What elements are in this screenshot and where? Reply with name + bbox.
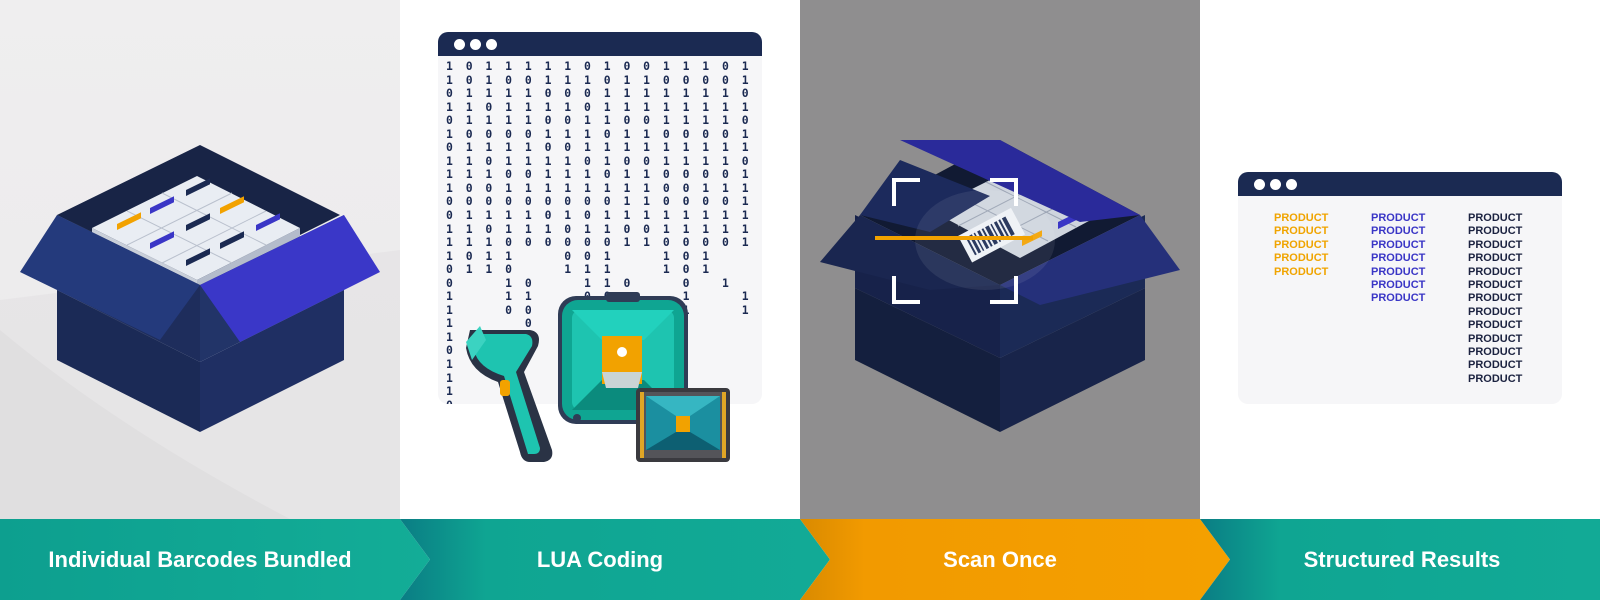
window-dot-icon	[1270, 178, 1281, 190]
window-dot-icon	[1286, 178, 1297, 190]
result-item: PRODUCT	[1468, 292, 1523, 305]
result-item: PRODUCT	[1468, 279, 1523, 292]
result-item: PRODUCT	[1468, 265, 1523, 278]
result-item: PRODUCT	[1468, 359, 1523, 372]
result-item: PRODUCT	[1468, 212, 1523, 224]
scan-box-illustration	[820, 140, 1180, 432]
panel-lua-coding: 1 0 1 1 1 1 1 0 1 0 0 1 1 1 0 1 0 1 1 0 …	[400, 0, 800, 519]
window-dot-icon	[470, 38, 481, 50]
result-item: PRODUCT	[1468, 252, 1523, 265]
step-banner	[0, 519, 1600, 600]
result-item: PRODUCT	[1371, 252, 1426, 265]
result-item: PRODUCT	[1371, 292, 1426, 305]
step-chevron-3	[800, 519, 1230, 600]
result-item: PRODUCT	[1371, 279, 1426, 292]
step-label-2: LUA Coding	[536, 546, 664, 572]
result-item: PRODUCT	[1468, 225, 1523, 238]
result-item: PRODUCT	[1468, 305, 1523, 318]
step-chevron-1	[0, 519, 430, 600]
code-window-titlebar	[438, 32, 762, 56]
result-item: PRODUCT	[1468, 332, 1523, 345]
scanner-devices-illustration	[466, 292, 730, 462]
step-label-1: Individual Barcodes Bundled	[48, 546, 352, 572]
results-window-titlebar	[1238, 172, 1562, 196]
result-item: PRODUCT	[1468, 372, 1523, 385]
window-dot-icon	[486, 38, 497, 50]
result-item: PRODUCT	[1274, 238, 1329, 251]
panel-scan-once	[800, 0, 1200, 519]
result-item: PRODUCT	[1371, 212, 1426, 224]
result-item: PRODUCT	[1468, 319, 1523, 332]
result-item: PRODUCT	[1468, 238, 1523, 251]
result-item: PRODUCT	[1468, 346, 1523, 359]
result-item: PRODUCT	[1274, 212, 1329, 224]
step-label-4: Structured Results	[1303, 546, 1501, 572]
window-dot-icon	[454, 38, 465, 50]
result-item: PRODUCT	[1274, 252, 1329, 265]
result-item: PRODUCT	[1371, 238, 1426, 251]
panel-bundled-box	[0, 0, 400, 519]
result-item: PRODUCT	[1371, 225, 1426, 238]
result-item: PRODUCT	[1274, 265, 1329, 278]
result-item: PRODUCT	[1274, 225, 1329, 238]
result-item: PRODUCT	[1371, 265, 1426, 278]
step-chevron-4	[1200, 519, 1600, 600]
step-chevron-2	[400, 519, 830, 600]
window-dot-icon	[1254, 178, 1265, 190]
bundled-box-illustration	[0, 145, 400, 519]
step-label-3: Scan Once	[943, 546, 1057, 572]
